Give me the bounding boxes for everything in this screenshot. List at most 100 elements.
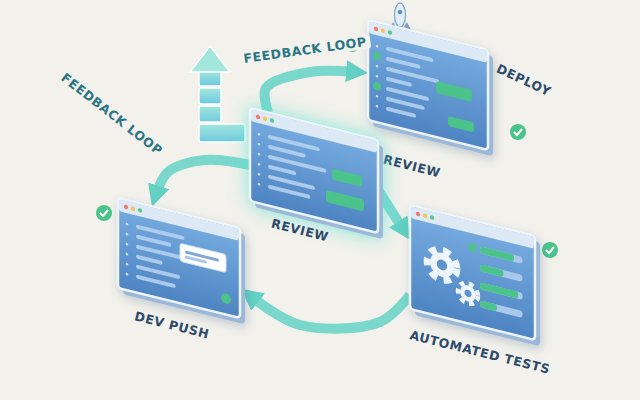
gear-hole: [465, 289, 472, 298]
gear-teeth: [458, 281, 478, 306]
progress-fill: [480, 300, 497, 311]
gutter-dot: [126, 223, 129, 226]
code-line: [386, 57, 420, 70]
gutter-dot: [258, 153, 261, 156]
code-line: [268, 165, 296, 176]
code-line: [268, 185, 310, 200]
progress-track: [480, 246, 523, 264]
window-dot: [263, 116, 267, 122]
title-bar: [369, 21, 487, 63]
window-node: REVIEW: [250, 108, 378, 233]
progress-fill: [480, 282, 518, 298]
gutter-dot: [126, 233, 129, 236]
gutter-dot: [376, 95, 379, 98]
window-dot: [374, 26, 378, 32]
status-pill: [326, 190, 364, 212]
gutter-dot: [126, 263, 129, 266]
gear-teeth: [427, 246, 457, 283]
gutter-dot: [258, 143, 261, 146]
window-dot: [381, 28, 385, 34]
arrow-block: [199, 88, 221, 104]
window-dot: [124, 204, 128, 209]
window-skew: [410, 205, 540, 346]
gutter-dot: [126, 273, 129, 276]
gutter-dot: [258, 183, 261, 186]
gutter-dot: [376, 75, 379, 78]
code-line: [386, 107, 416, 119]
window-dot: [430, 215, 434, 220]
comment-bubble: [180, 243, 226, 272]
rocket-window: [398, 10, 402, 14]
gutter-dot: [258, 133, 261, 136]
window-skew: [250, 108, 383, 239]
badge-circle: [510, 124, 526, 140]
check-badge: [510, 124, 526, 140]
code-line: [136, 274, 176, 288]
feedback-l-arrow: [190, 46, 245, 142]
title-bar: [119, 199, 239, 241]
window-dot: [270, 118, 274, 124]
progress-track: [480, 264, 523, 282]
window-body: [250, 108, 378, 233]
code-line: [268, 145, 306, 158]
code-line: [136, 254, 162, 264]
window-skew: [118, 198, 245, 324]
gear-body: [430, 250, 454, 280]
check-dot: [373, 51, 381, 61]
arrow-head: [190, 46, 230, 72]
edge-label: FEEDBACK LOOP: [239, 33, 372, 66]
status-pill: [448, 116, 474, 133]
window-body: [118, 198, 240, 318]
window-dot: [416, 211, 420, 216]
status-pill: [436, 81, 472, 102]
check-dot: [373, 81, 381, 91]
check-badge: [542, 242, 558, 258]
gear-hole: [437, 258, 448, 271]
window-body: [410, 205, 535, 340]
check-mark: [514, 129, 522, 135]
gutter-dot: [258, 173, 261, 176]
flow-arrow: [250, 295, 410, 329]
rocket-body: [395, 3, 406, 27]
gutter-dot: [126, 243, 129, 246]
badge-circle: [96, 205, 112, 221]
browser-window: [410, 205, 535, 340]
check-dot: [469, 243, 477, 253]
flow-arrow: [156, 160, 250, 195]
arrow-block: [199, 124, 245, 142]
progress-fill: [480, 246, 514, 261]
progress-track: [480, 282, 523, 300]
flow-arrow: [265, 71, 356, 113]
window-dot: [388, 30, 392, 36]
progress-fill: [480, 264, 503, 277]
window-node: AUTOMATED TESTS: [410, 205, 535, 340]
bubble-line: [185, 255, 207, 263]
window-body: [368, 20, 488, 150]
edge-label: FEEDBACK LOOP: [55, 67, 168, 160]
gutter-dot: [376, 65, 379, 68]
arrow-block: [199, 106, 221, 122]
title-bar: [411, 206, 534, 249]
node-label: DEPLOY: [494, 61, 553, 99]
badge-circle: [542, 242, 558, 258]
window-skew: [368, 20, 493, 156]
gear-body: [460, 283, 476, 303]
window-node: DEPLOYREVIEW: [368, 20, 488, 150]
browser-window: [368, 20, 488, 150]
gutter-dot: [376, 105, 379, 108]
check-mark: [100, 210, 108, 216]
window-node: DEV PUSH: [118, 198, 240, 318]
check-dot: [221, 292, 231, 304]
window-dot: [131, 206, 135, 211]
check-mark: [546, 247, 554, 253]
progress-track: [480, 300, 523, 318]
status-pill: [332, 169, 362, 188]
browser-window: [250, 108, 378, 233]
gutter-dot: [126, 253, 129, 256]
node-label: DEV PUSH: [133, 308, 211, 341]
gutter-dot: [376, 45, 379, 48]
window-dot: [256, 114, 260, 120]
gutter-dot: [258, 163, 261, 166]
window-dot: [138, 208, 142, 213]
